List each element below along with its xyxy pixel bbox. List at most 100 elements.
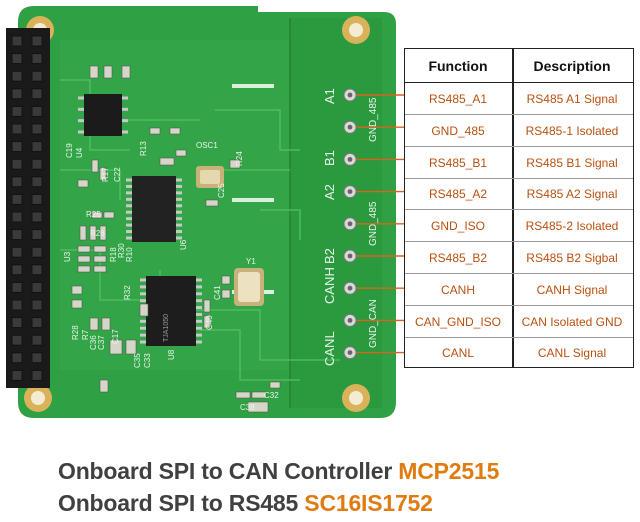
header-pin xyxy=(11,352,23,364)
passive-components xyxy=(71,65,281,413)
ref-c32: C32 xyxy=(264,391,279,400)
caption-can-chip: MCP2515 xyxy=(398,458,500,484)
row-description: RS485 B1 Signal xyxy=(526,155,618,170)
header-pin xyxy=(31,229,43,241)
ref-c17: C17 xyxy=(111,329,120,344)
header-pin xyxy=(31,281,43,293)
header-pin xyxy=(31,246,43,258)
mounting-hole-bottom-left xyxy=(24,384,52,412)
smd-component xyxy=(269,381,281,389)
terminal-pad xyxy=(343,185,357,199)
header-pin xyxy=(11,53,23,65)
smd-component xyxy=(169,127,181,135)
header-pin xyxy=(31,123,43,135)
ic-leg xyxy=(196,292,202,296)
smd-component xyxy=(71,285,83,295)
ref-c38: C38 xyxy=(240,403,255,412)
ic-leg xyxy=(176,184,182,188)
ref-u4: U4 xyxy=(75,147,84,158)
terminal-pad xyxy=(343,217,357,231)
terminal-pad xyxy=(343,281,357,295)
header-pin xyxy=(11,158,23,170)
row-description: CAN Isolated GND xyxy=(521,314,623,329)
smd-component xyxy=(77,245,91,253)
ref-c33: C33 xyxy=(143,353,152,368)
header-pin xyxy=(11,334,23,346)
ref-r24: R24 xyxy=(235,151,244,166)
ic-leg xyxy=(196,340,202,344)
caption-rs485-chip: SC16IS1752 xyxy=(304,490,433,516)
smd-component xyxy=(77,179,89,188)
header-pin xyxy=(11,246,23,258)
ref-osc1: OSC1 xyxy=(196,141,218,150)
smd-component xyxy=(103,65,113,79)
smd-component xyxy=(251,391,267,399)
smd-component xyxy=(93,265,107,273)
smd-component xyxy=(77,265,91,273)
table-header: Function Description xyxy=(405,49,633,83)
ref-r28: R28 xyxy=(71,325,80,340)
ref-r30: R30 xyxy=(117,243,126,258)
ic-leg xyxy=(126,217,132,221)
smd-component xyxy=(103,211,115,219)
row-divider xyxy=(405,304,633,306)
row-function: GND_ISO xyxy=(430,219,485,234)
gpio-header xyxy=(6,28,50,388)
header-pin xyxy=(31,141,43,153)
terminal-pad xyxy=(343,120,357,134)
smd-component xyxy=(159,157,175,166)
smd-component xyxy=(121,65,131,79)
ic-leg xyxy=(78,96,84,100)
ic-leg xyxy=(140,333,146,337)
ref-r17: R17 xyxy=(101,167,110,182)
ref-c25: C25 xyxy=(217,183,226,198)
pcb-board-image: A1 B1 A2 B2 CANH CANL GND_485 GND_485 GN… xyxy=(6,6,404,418)
smd-component xyxy=(175,149,187,157)
header-pin xyxy=(31,158,43,170)
header-pin xyxy=(31,53,43,65)
can-transceiver-chip xyxy=(78,94,128,136)
header-pin xyxy=(31,317,43,329)
silk-canl: CANL xyxy=(322,331,337,366)
ic-leg xyxy=(196,319,202,323)
header-pin xyxy=(31,352,43,364)
ic-leg xyxy=(140,326,146,330)
header-description: Description xyxy=(533,57,611,74)
ic-leg xyxy=(78,130,84,134)
ref-r13: R13 xyxy=(139,141,148,156)
ic-leg xyxy=(122,96,128,100)
header-pin xyxy=(11,317,23,329)
ref-c40: C40 xyxy=(205,315,214,330)
header-pin xyxy=(11,141,23,153)
row-description: RS485 B2 Sigbal xyxy=(526,251,618,265)
terminal-pad xyxy=(343,346,357,360)
row-divider xyxy=(405,336,633,338)
ic-leg xyxy=(176,191,182,195)
smd-component xyxy=(91,211,103,219)
header-pin xyxy=(11,123,23,135)
smd-component xyxy=(221,289,231,299)
ref-c35: C35 xyxy=(133,353,142,368)
caption-rs485-text: Onboard SPI to RS485 xyxy=(58,490,305,516)
ic-leg xyxy=(176,204,182,208)
row-function: CANL xyxy=(441,346,474,361)
smd-component xyxy=(125,339,137,355)
ref-r32: R32 xyxy=(123,285,132,300)
header-pin xyxy=(11,299,23,311)
mcp2515-chip xyxy=(126,176,182,242)
header-pin xyxy=(31,70,43,82)
row-divider xyxy=(405,241,633,243)
header-pin xyxy=(11,88,23,100)
ic-leg xyxy=(78,107,84,111)
ref-c19: C19 xyxy=(65,143,74,158)
smd-component xyxy=(71,299,83,309)
silkscreen-slot xyxy=(232,198,274,202)
ic-leg xyxy=(176,210,182,214)
header-pin xyxy=(11,264,23,276)
smd-component xyxy=(229,159,241,169)
